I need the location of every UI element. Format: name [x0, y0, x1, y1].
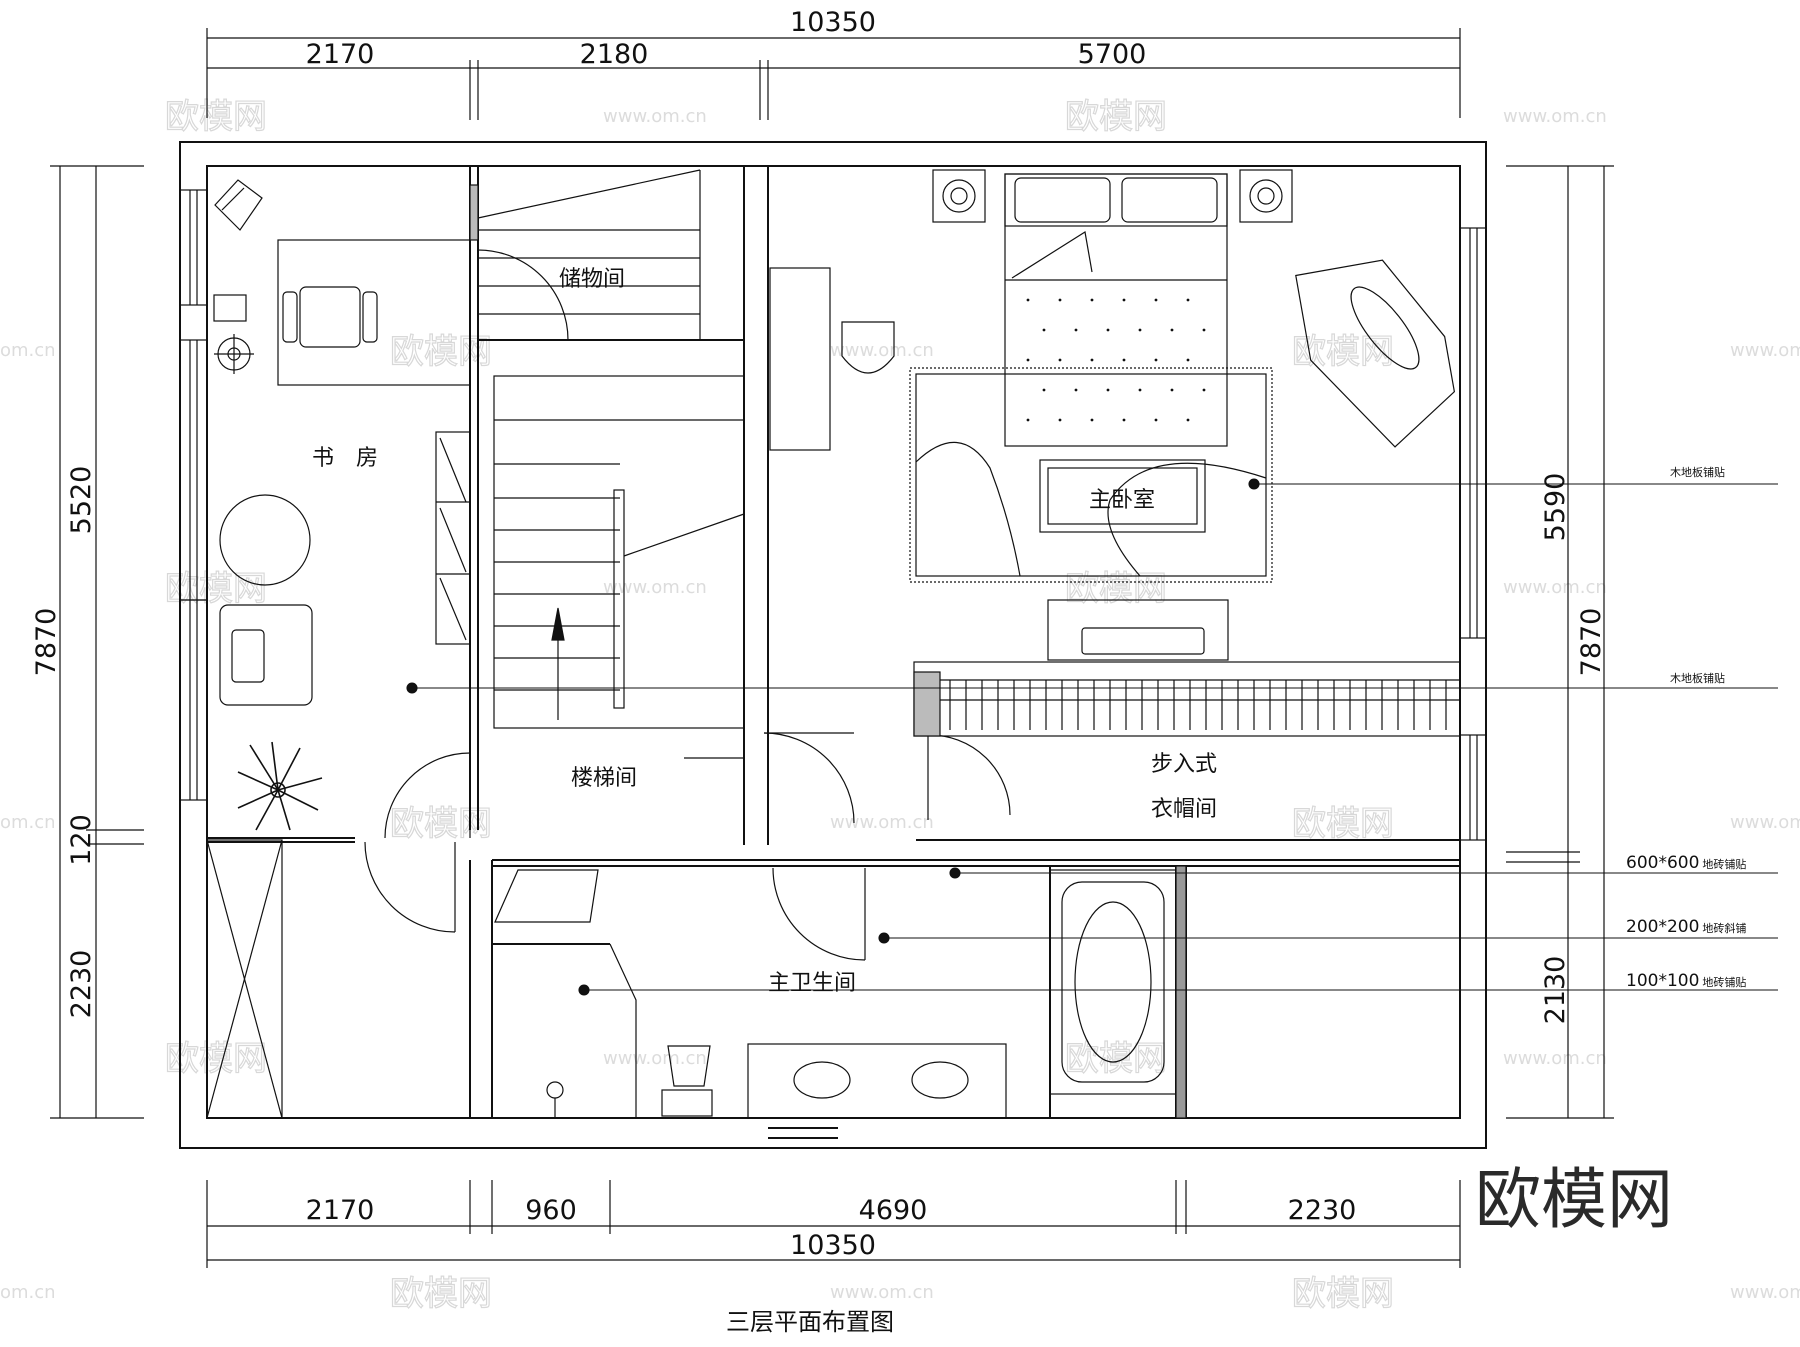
watermark-logo: 欧模网 [390, 804, 492, 844]
room-label-master-bedroom: 主卧室 [1089, 488, 1155, 513]
watermark-logo: 欧模网 [390, 332, 492, 372]
watermark-url: www.om.cn [1503, 577, 1607, 598]
room-label-master-bath: 主卫生间 [768, 971, 856, 996]
watermark-logo: 欧模网 [1292, 332, 1394, 372]
note-wood-floor-1: 木地板铺贴 [1670, 465, 1725, 479]
dimension-lines [50, 28, 1614, 1268]
potted-plant [237, 741, 323, 831]
watermark-url: www.om.cn [830, 812, 934, 833]
watermark-logo: 欧模网 [1292, 804, 1394, 844]
watermark-url-edge: om.cn [0, 812, 56, 833]
watermark-logo: 欧模网 [1065, 569, 1167, 609]
note-tile-100-size: 100*100 [1626, 971, 1699, 991]
dim-top-total: 10350 [790, 7, 876, 38]
dim-bottom-total: 10350 [790, 1230, 876, 1261]
watermark-logo: 欧模网 [165, 569, 267, 609]
room-label-storage: 储物间 [559, 267, 625, 292]
dim-top-seg-2: 2180 [580, 39, 649, 70]
windows [179, 189, 1487, 841]
dim-left-total: 7870 [31, 608, 62, 677]
note-tile-600-suffix: 地砖铺贴 [1702, 857, 1746, 871]
watermark-url-edge: www.om.cn [1730, 1282, 1800, 1303]
watermark-layer: 欧模网 www.om.cn 欧模网 www.om.cn om.cn 欧模网 ww… [0, 96, 1800, 1314]
note-wood-floor-2: 木地板铺贴 [1670, 671, 1725, 685]
storage-fixtures [469, 169, 701, 340]
watermark-url: www.om.cn [603, 1048, 707, 1069]
dim-top-seg-3: 5700 [1078, 39, 1147, 70]
watermark-url-edge: www.om.cn [1730, 812, 1800, 833]
watermark-logo: 欧模网 [1065, 97, 1167, 137]
dim-bottom-seg-3: 4690 [859, 1195, 928, 1226]
dim-bottom-seg-2: 960 [525, 1195, 577, 1226]
watermark-url-edge: om.cn [0, 1282, 56, 1303]
stairs [493, 375, 745, 759]
watermark-url: www.om.cn [1503, 1048, 1607, 1069]
watermark-url-edge: www.om.cn [1730, 340, 1800, 361]
study-furniture [206, 179, 471, 1119]
watermark-url: www.om.cn [603, 577, 707, 598]
dim-top-seg-1: 2170 [306, 39, 375, 70]
watermark-url: www.om.cn [830, 340, 934, 361]
room-label-walk-in-1: 步入式 [1151, 752, 1217, 777]
dim-left-seg-1: 5520 [66, 466, 97, 535]
dim-right-total: 7870 [1576, 608, 1607, 677]
note-tile-200-suffix: 地砖斜铺 [1702, 921, 1746, 935]
leader-lines [406, 478, 1778, 996]
brand-logo: 欧模网 [1475, 1161, 1673, 1238]
dim-bottom-seg-1: 2170 [306, 1195, 375, 1226]
watermark-url-edge: om.cn [0, 340, 56, 361]
room-label-stairwell: 楼梯间 [571, 766, 637, 791]
dim-left-seg-3: 2230 [66, 950, 97, 1019]
watermark-url: www.om.cn [603, 106, 707, 127]
dim-right-seg-1: 5590 [1540, 473, 1571, 542]
drawing-title: 三层平面布置图 [726, 1308, 894, 1336]
watermark-logo: 欧模网 [165, 97, 267, 137]
closet-rail [913, 661, 1461, 841]
note-tile-100-suffix: 地砖铺贴 [1702, 975, 1746, 989]
room-label-study: 书 房 [312, 446, 378, 471]
dim-bottom-seg-4: 2230 [1288, 1195, 1357, 1226]
watermark-url: www.om.cn [1503, 106, 1607, 127]
bed-pattern [1026, 298, 1206, 422]
watermark-logo: 欧模网 [390, 1274, 492, 1314]
watermark-logo: 欧模网 [165, 1039, 267, 1079]
bathroom-fixtures [494, 865, 1187, 1119]
watermark-url: www.om.cn [830, 1282, 934, 1303]
bedroom-furniture [769, 169, 1456, 661]
doors [364, 249, 1011, 961]
dim-left-seg-2: 120 [66, 814, 97, 866]
room-label-walk-in-2: 衣帽间 [1151, 797, 1217, 822]
note-tile-200-size: 200*200 [1626, 917, 1699, 937]
watermark-logo: 欧模网 [1292, 1274, 1394, 1314]
note-tile-600-size: 600*600 [1626, 853, 1699, 873]
watermark-logo: 欧模网 [1065, 1039, 1167, 1079]
